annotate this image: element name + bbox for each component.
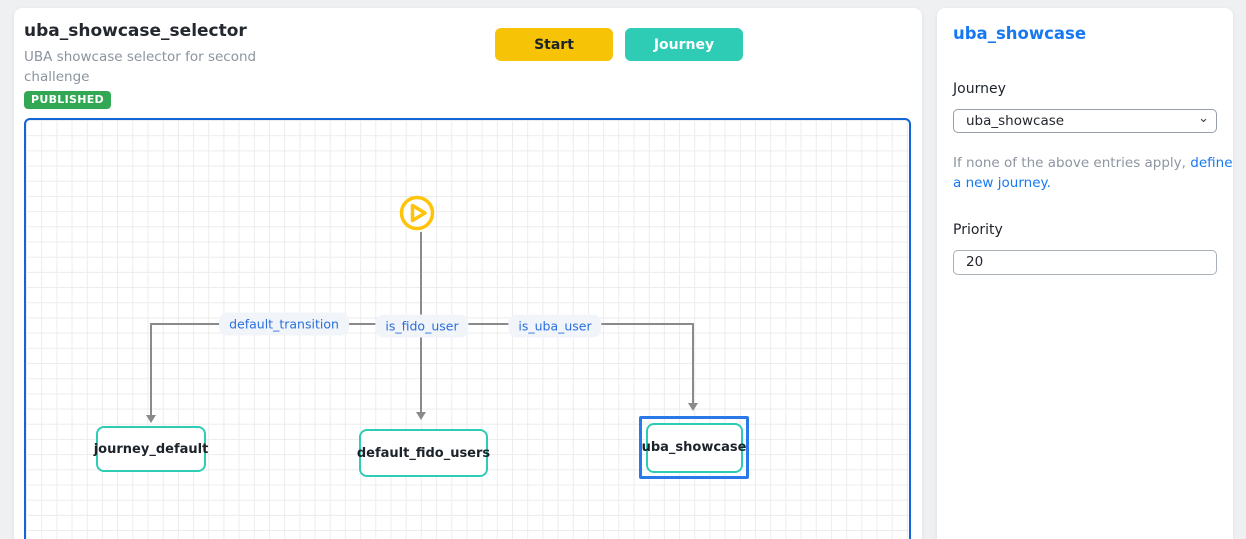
- flow-canvas[interactable]: default_transition is_fido_user is_uba_u…: [24, 118, 911, 539]
- start-play-icon[interactable]: [394, 190, 440, 236]
- node-selection-box: [639, 416, 749, 479]
- edge-line-vertical-left: [150, 323, 152, 415]
- edge-label-is-fido-user[interactable]: is_fido_user: [375, 314, 469, 338]
- define-new-journey-link[interactable]: define a new journey.: [953, 155, 1233, 192]
- journey-hint-text: If none of the above entries apply,: [953, 155, 1191, 171]
- node-default-fido-users[interactable]: default_fido_users: [357, 429, 490, 477]
- flow-subtitle: UBA showcase selector for second challen…: [24, 49, 257, 85]
- edge-label-is-uba-user[interactable]: is_uba_user: [508, 314, 602, 338]
- arrowhead-right: [688, 403, 698, 411]
- edge-label-default-transition[interactable]: default_transition: [219, 312, 349, 336]
- priority-field-label: Priority: [953, 221, 1003, 238]
- arrowhead-left: [146, 415, 156, 423]
- journey-select-wrap: uba_showcase ⌄: [953, 109, 1217, 133]
- edge-line-vertical-right: [692, 323, 694, 403]
- journey-button[interactable]: Journey: [625, 28, 743, 61]
- journey-select[interactable]: uba_showcase: [953, 109, 1217, 133]
- journey-field-label: Journey: [953, 81, 1006, 97]
- priority-input[interactable]: [953, 249, 1217, 275]
- flow-title: uba_showcase_selector: [24, 21, 247, 41]
- node-properties-panel: uba_showcase Journey uba_showcase ⌄ If n…: [937, 8, 1233, 539]
- panel-title: uba_showcase: [953, 24, 1087, 43]
- status-badge: PUBLISHED: [24, 91, 111, 109]
- start-button[interactable]: Start: [495, 28, 613, 61]
- node-journey-default[interactable]: journey_default: [94, 426, 208, 472]
- flow-editor-card: uba_showcase_selector UBA showcase selec…: [14, 8, 922, 539]
- journey-hint: If none of the above entries apply, defi…: [953, 153, 1235, 194]
- arrowhead-center: [416, 412, 426, 420]
- node-uba-showcase[interactable]: uba_showcase: [642, 422, 746, 473]
